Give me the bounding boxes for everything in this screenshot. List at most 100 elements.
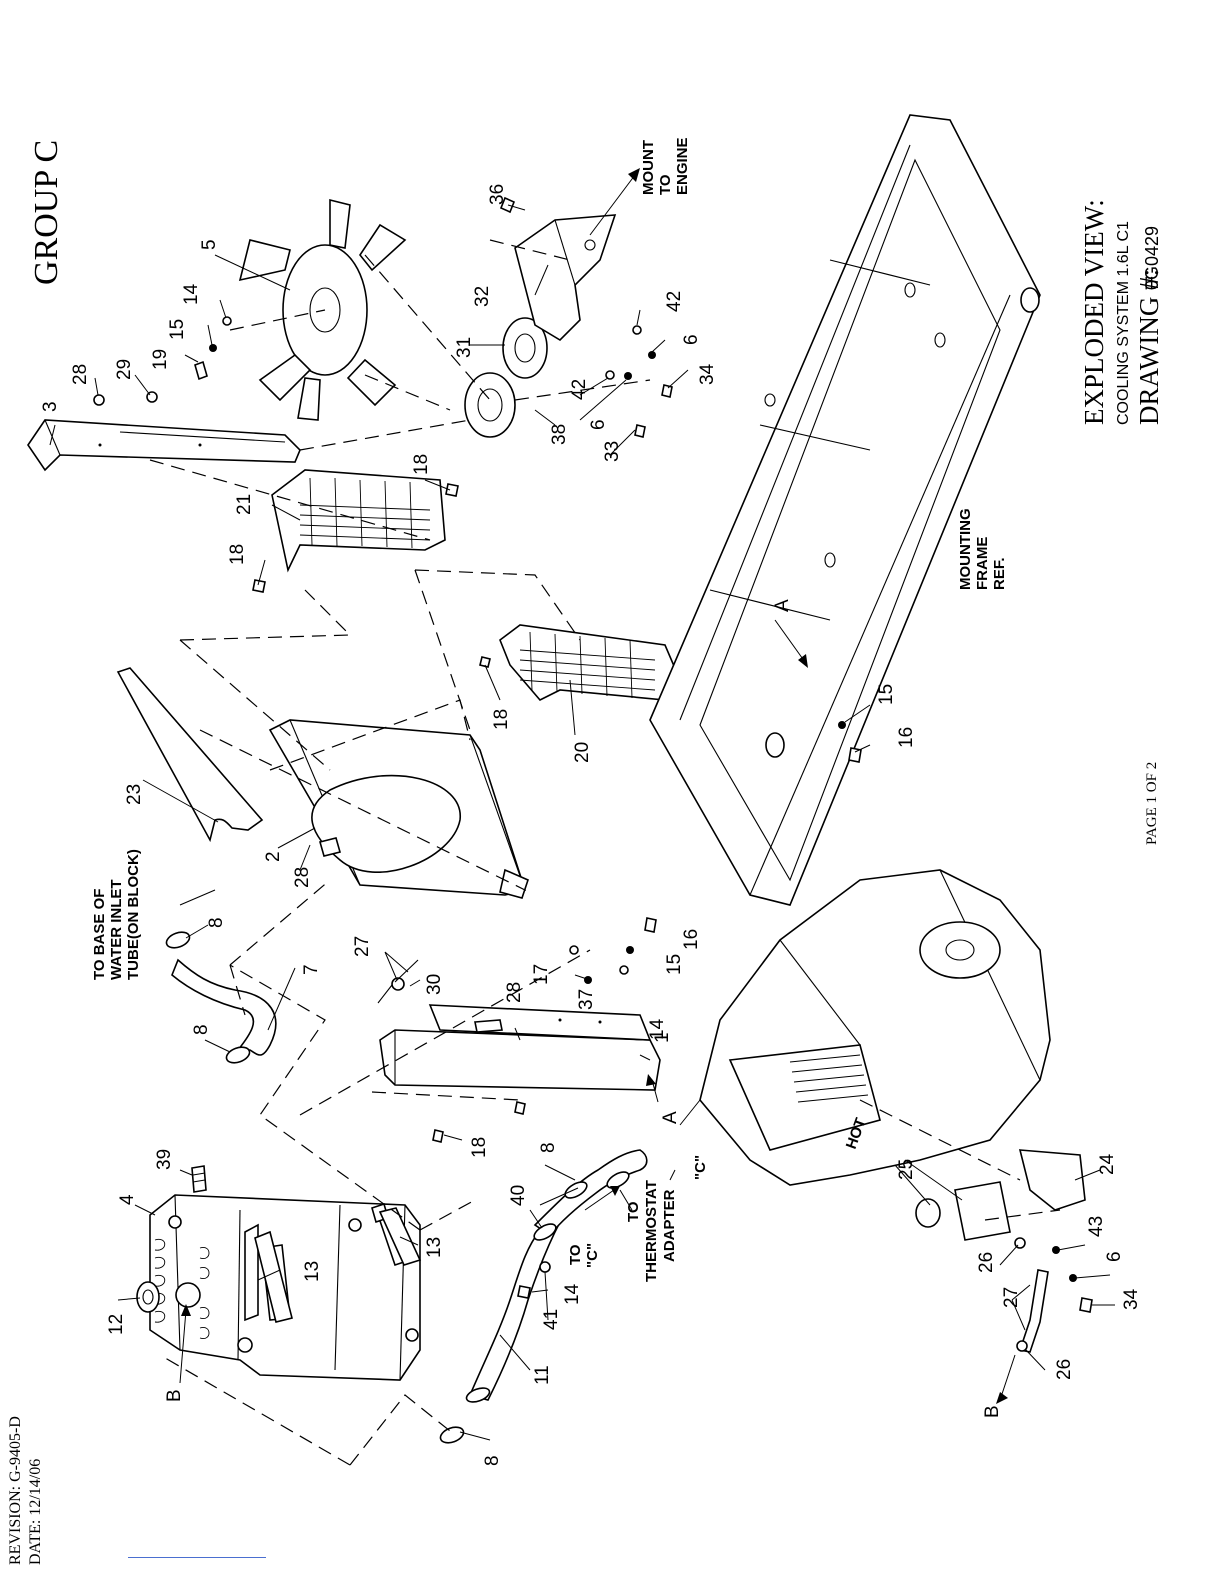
title-block: EXPLODED VIEW: COOLING SYSTEM 1.6L C1 DR… <box>1079 199 1164 425</box>
label-15a: 15 <box>167 319 188 340</box>
drawing-number: 0G0429 <box>1142 226 1162 290</box>
lower-hose <box>465 1149 648 1403</box>
drawing-number-label: DRAWING #: <box>1134 269 1164 425</box>
overflow-tube <box>1018 1269 1049 1353</box>
grille-guard-20 <box>499 624 681 701</box>
label-16a: 16 <box>681 929 702 950</box>
coolant-reservoir <box>915 1181 1011 1241</box>
svg-text:MOUNT: MOUNT <box>640 140 657 195</box>
label-8c: 8 <box>538 1142 559 1153</box>
label-15c: 15 <box>876 684 897 705</box>
label-1: 1 <box>652 1032 673 1043</box>
note-mount-to-engine: MOUNT TO ENGINE <box>640 137 691 195</box>
page-number: PAGE 1 OF 2 <box>1144 762 1160 845</box>
label-31: 31 <box>454 337 475 358</box>
label-2: 2 <box>263 851 284 862</box>
clamp-lower-end <box>439 1426 465 1444</box>
hardware <box>93 196 1093 1352</box>
note-mounting-frame: MOUNTING FRAME REF. <box>957 508 1008 590</box>
label-6b: 6 <box>681 334 702 345</box>
label-8d: 8 <box>482 1455 503 1466</box>
note-to-c: TO "C" <box>567 1243 601 1268</box>
label-28c: 28 <box>504 982 525 1003</box>
radiator-cap <box>136 1281 160 1313</box>
part-13-pad-a <box>254 1230 293 1323</box>
label-18b: 18 <box>411 454 432 475</box>
label-36: 36 <box>487 184 508 205</box>
label-37: 37 <box>576 989 597 1010</box>
label-3: 3 <box>40 401 61 412</box>
label-28b: 28 <box>292 867 313 888</box>
label-7: 7 <box>301 964 322 975</box>
label-11: 11 <box>532 1365 553 1385</box>
label-8a: 8 <box>206 917 227 928</box>
label-18d: 18 <box>469 1137 490 1158</box>
label-15b: 15 <box>664 954 685 975</box>
mounting-frame <box>649 114 1041 906</box>
svg-text:THERMOSTAT: THERMOSTAT <box>643 1180 660 1282</box>
ref-b-radiator: B <box>164 1389 185 1402</box>
label-43: 43 <box>1086 1216 1107 1237</box>
label-14b: 14 <box>647 1018 668 1040</box>
side-panel-3 <box>27 419 301 472</box>
grille-guard-21 <box>271 469 446 573</box>
top-panel-23 <box>116 667 264 843</box>
label-30: 30 <box>424 974 445 995</box>
ref-a-top: A <box>772 599 793 612</box>
svg-text:TO: TO <box>567 1244 584 1265</box>
revision-visible: REVISION: G-9405-D <box>7 1416 24 1565</box>
label-34b: 34 <box>1121 1288 1142 1310</box>
svg-text:WATER INLET: WATER INLET <box>108 879 125 980</box>
upper-hose <box>165 931 277 1064</box>
ref-a-left: A <box>660 1111 681 1124</box>
label-18a: 18 <box>227 544 248 565</box>
title-line-2: COOLING SYSTEM 1.6L C1 <box>1115 221 1132 425</box>
mounting-bracket <box>514 214 617 342</box>
assembly-lines <box>149 239 1061 1466</box>
label-5: 5 <box>199 239 220 250</box>
group-title: GROUP C <box>28 140 65 285</box>
label-28a: 28 <box>70 364 91 385</box>
label-42a: 42 <box>569 379 590 400</box>
label-14c: 14 <box>562 1283 583 1305</box>
ref-c: "C" <box>692 1155 709 1180</box>
label-29: 29 <box>114 359 135 380</box>
label-13b: 13 <box>424 1237 445 1258</box>
label-33: 33 <box>602 441 623 462</box>
overflow-bracket <box>1018 1149 1086 1211</box>
note-thermostat: TO THERMOSTAT ADAPTER <box>625 1180 678 1282</box>
label-8b: 8 <box>191 1024 212 1035</box>
label-23: 23 <box>124 784 145 805</box>
part-labels: 1 2 3 4 5 6 6 6 7 8 8 8 8 11 12 13 13 14… <box>40 184 1142 1466</box>
label-13a: 13 <box>302 1261 323 1282</box>
radiator-support-panel-1 <box>379 1004 661 1091</box>
svg-text:TO BASE OF: TO BASE OF <box>91 889 108 980</box>
label-6a: 6 <box>588 419 609 430</box>
note-base-inlet: TO BASE OF WATER INLET TUBE(ON BLOCK) <box>91 849 142 980</box>
label-26a: 26 <box>976 1252 997 1273</box>
label-34a: 34 <box>697 363 718 385</box>
bottom-rule <box>128 1557 266 1558</box>
fan-hub <box>502 317 548 379</box>
title-line-1: EXPLODED VIEW: <box>1079 199 1109 425</box>
svg-text:"C": "C" <box>584 1243 601 1268</box>
label-27b: 27 <box>1001 1287 1022 1308</box>
label-27a: 27 <box>352 936 373 957</box>
svg-text:FRAME: FRAME <box>974 537 991 590</box>
svg-text:MOUNTING: MOUNTING <box>957 508 974 590</box>
label-32: 32 <box>472 286 493 307</box>
label-14a: 14 <box>181 283 202 305</box>
label-39: 39 <box>154 1149 175 1170</box>
svg-text:REF.: REF. <box>991 557 1008 590</box>
revision-date: DATE: 12/14/06 <box>27 1459 44 1565</box>
label-40: 40 <box>508 1185 529 1206</box>
label-17: 17 <box>531 964 552 985</box>
label-20: 20 <box>572 742 593 763</box>
label-19: 19 <box>150 349 171 370</box>
label-4: 4 <box>117 1194 138 1205</box>
label-42b: 42 <box>664 291 685 312</box>
svg-text:ENGINE: ENGINE <box>674 137 691 195</box>
label-18c: 18 <box>491 709 512 730</box>
label-25: 25 <box>896 1159 917 1180</box>
